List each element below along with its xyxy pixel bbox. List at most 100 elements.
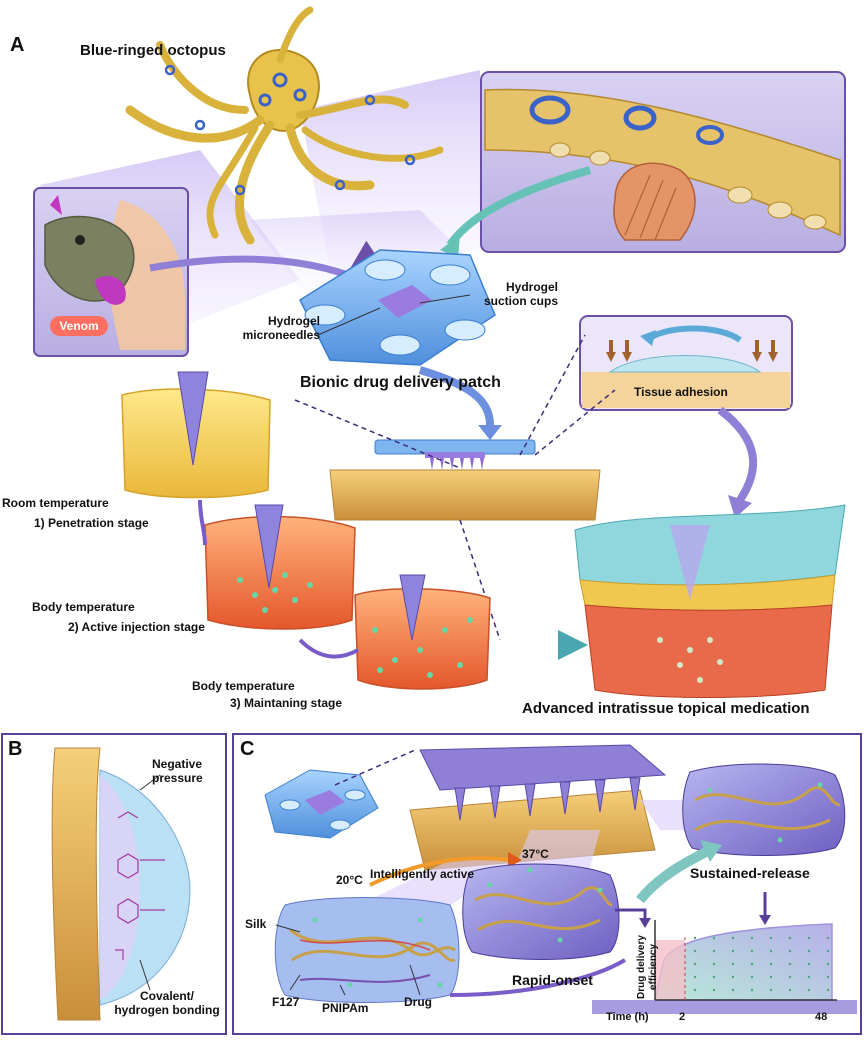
arrow-patch-to-skin <box>418 366 494 426</box>
panel-b-letter: B <box>8 738 23 760</box>
graph-drug-dot <box>807 936 811 940</box>
graph-drug-dot <box>712 975 716 979</box>
graph-drug-dot <box>826 936 830 940</box>
graph-drug-dot <box>731 949 735 953</box>
graph-drug-dot <box>750 962 754 966</box>
graph-drug-dot <box>693 949 697 953</box>
silk-label: Silk <box>245 917 267 931</box>
stage1-name: 1) Penetration stage <box>34 516 149 530</box>
graph-drug-dot <box>788 975 792 979</box>
graph-drug-dot <box>750 988 754 992</box>
transition-arrow-head <box>508 852 522 868</box>
graph-drug-dot <box>788 936 792 940</box>
arrow-patch-to-skin-head <box>478 425 502 440</box>
warm-gel-illustration <box>462 863 620 960</box>
graph-drug-dot <box>807 988 811 992</box>
arrow-suction-head <box>440 235 460 258</box>
arrow-stage3-head <box>558 630 588 660</box>
panel-b <box>1 733 227 1035</box>
graph-drug-dot <box>750 949 754 953</box>
bonding-label: Covalent/ hydrogen bonding <box>114 989 220 1017</box>
panel-c-letter: C <box>240 738 255 760</box>
f127-label: F127 <box>272 995 300 1009</box>
tentacle-closeup-inset <box>480 71 846 253</box>
graph-drug-dot <box>712 962 716 966</box>
graph-drug-dot <box>788 988 792 992</box>
graph-drug-dot <box>769 988 773 992</box>
arrow-adhesion-to-outcome <box>717 406 757 503</box>
patch-on-skin-illustration <box>329 439 601 521</box>
suction-cups-label: Hydrogel suction cups <box>483 280 558 308</box>
rapid-onset-label: Rapid-onset <box>512 972 593 988</box>
bracket-sustained-head <box>759 915 771 925</box>
sustained-gel-illustration <box>682 763 846 856</box>
graph-drug-dot <box>807 962 811 966</box>
graph-drug-dot <box>731 988 735 992</box>
arrow-suction-to-patch <box>446 166 592 248</box>
graph-drug-dot <box>750 975 754 979</box>
graph-drug-dot <box>712 949 716 953</box>
graph-drug-dot <box>826 988 830 992</box>
pnipam-label: PNIPAm <box>322 1001 369 1015</box>
panel-c <box>232 733 862 1035</box>
transition-arrow <box>369 856 511 887</box>
graph-xlabel: Time (h) <box>606 1011 649 1023</box>
graph-drug-dot <box>712 936 716 940</box>
transition-label: Intelligently active <box>370 867 475 881</box>
stage3-name: 3) Maintaning stage <box>230 696 343 710</box>
graph-base-bar <box>592 1000 857 1014</box>
graph-drug-dot <box>788 962 792 966</box>
arrow-stage2-to-3 <box>298 638 359 659</box>
bracket-rapid-head <box>639 918 651 928</box>
graph-drug-dot <box>769 936 773 940</box>
bracket-rapid <box>615 908 647 920</box>
graph-drug-dot <box>826 962 830 966</box>
stage2-name: 2) Active injection stage <box>68 620 205 634</box>
graph-drug-dot <box>807 975 811 979</box>
graph-drug-dot <box>769 975 773 979</box>
graph-drug-dot <box>712 988 716 992</box>
stage3-gel-illustration <box>354 574 491 690</box>
octopus-title: Blue-ringed octopus <box>80 42 226 59</box>
graph-drug-dot <box>807 949 811 953</box>
cold-gel-illustration <box>274 897 460 1003</box>
outcome-tissue-illustration <box>574 504 846 698</box>
venom-inset <box>33 187 189 357</box>
panel-a <box>33 6 846 698</box>
graph-ylabel: Drug delivery efficiency <box>636 935 659 999</box>
dashed-link-adhesion <box>519 334 586 456</box>
dashed-link-mini-patch <box>334 749 416 786</box>
venom-badge: Venom <box>50 316 108 336</box>
stage1-gel-illustration <box>121 371 271 499</box>
graph-drug-dot <box>788 949 792 953</box>
graph-drug-dot <box>826 975 830 979</box>
stage2-gel-illustration <box>204 504 356 630</box>
graph-drug-dot <box>693 962 697 966</box>
temp-high-label: 37°C <box>522 847 549 861</box>
stage2-temp: Body temperature <box>32 600 135 614</box>
arrow-rapid-to-sustained <box>636 845 713 904</box>
stage3-temp: Body temperature <box>192 679 295 693</box>
graph-drug-dot <box>693 975 697 979</box>
graph-rapid-region <box>655 940 685 1000</box>
tissue-adhesion-inset <box>579 315 793 411</box>
temp-low-label: 20°C <box>336 873 363 887</box>
drug-label: Drug <box>404 995 432 1009</box>
graph-drug-dot <box>826 949 830 953</box>
arrow-cold-to-rapid <box>449 958 627 997</box>
dashed-link-needle <box>294 399 461 469</box>
graph-drug-dot <box>693 988 697 992</box>
graph-drug-dot <box>769 949 773 953</box>
outcome-title: Advanced intratissue topical medication <box>522 700 810 717</box>
octopus-illustration <box>125 6 444 245</box>
bionic-patch-illustration <box>299 249 496 366</box>
release-graph <box>592 920 857 1014</box>
graph-drug-dot <box>731 975 735 979</box>
mini-patch-illustration <box>264 769 379 839</box>
graph-drug-dot <box>731 962 735 966</box>
graph-tick-2: 2 <box>679 1011 686 1023</box>
panel-a-letter: A <box>10 34 25 56</box>
negative-pressure-label: Negative pressure <box>152 757 203 785</box>
patch-title: Bionic drug delivery patch <box>300 374 501 391</box>
